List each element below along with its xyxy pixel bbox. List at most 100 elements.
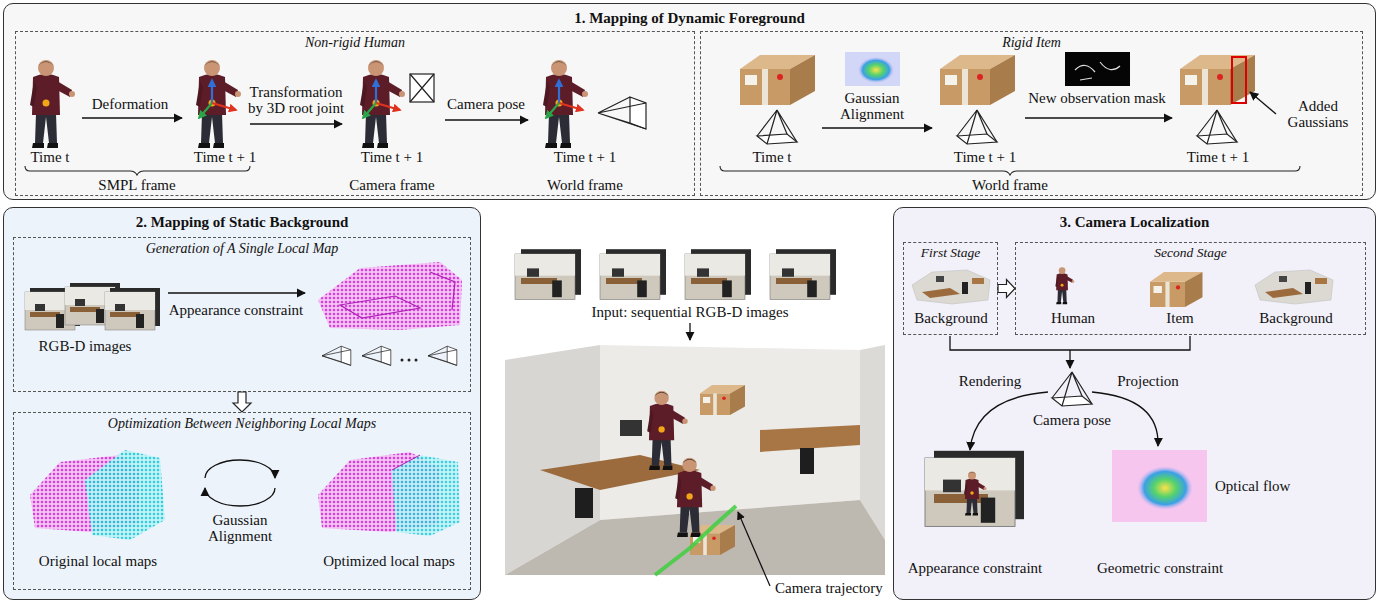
art-path — [546, 103, 559, 118]
art-path — [340, 272, 455, 318]
art-use — [675, 458, 716, 537]
art-circle — [415, 359, 418, 362]
group-heading: Optimization Between Neighboring Local M… — [14, 413, 470, 433]
panel-title: 1. Mapping of Dynamic Foreground — [4, 4, 1375, 28]
label-text: Gaussian Alignment — [832, 90, 912, 122]
art-path — [540, 455, 700, 490]
art-path — [1075, 62, 1120, 80]
group-heading: First Stage — [904, 243, 997, 262]
art-path — [205, 460, 275, 478]
art-path — [318, 262, 462, 330]
label-text: Input: sequential RGB-D images — [591, 304, 788, 320]
label-text: Optical flow — [1215, 478, 1290, 494]
group-heading: Generation of A Single Local Map — [14, 238, 470, 258]
art-use — [322, 346, 351, 365]
art-use — [740, 55, 815, 105]
art-path — [950, 336, 1190, 350]
group-heading: Second Stage — [1016, 243, 1365, 262]
item-icon — [1150, 272, 1203, 307]
art-use — [1180, 55, 1255, 105]
label-text: Camera trajectory — [775, 580, 883, 596]
art-path — [392, 455, 460, 536]
art-rect — [410, 74, 434, 102]
art-ellipse — [858, 57, 894, 83]
art-path — [760, 425, 860, 452]
label-text: Time t + 1 — [554, 149, 617, 165]
art-path — [82, 117, 182, 118]
art-use — [105, 288, 160, 330]
art-use — [957, 110, 997, 144]
art-path — [250, 123, 342, 124]
local-map — [318, 262, 462, 330]
art-use — [30, 60, 75, 148]
label-text: World frame — [972, 177, 1048, 193]
label-text: Camera pose — [447, 96, 525, 112]
label-text: Appearance constraint — [169, 302, 304, 318]
merge-lines — [950, 336, 1190, 450]
art-use — [940, 55, 1015, 105]
label-text: Deformation — [92, 96, 169, 112]
optical-flow-image — [1112, 450, 1207, 522]
added-region — [1232, 57, 1246, 103]
label-text: Item — [1166, 310, 1194, 326]
art-use — [196, 60, 241, 148]
label-text: Time t + 1 — [954, 149, 1017, 165]
art-path — [212, 103, 236, 110]
art-path — [822, 127, 932, 128]
image-plane-icon — [410, 74, 434, 102]
art-use — [700, 385, 745, 415]
art-path — [205, 488, 275, 506]
art-rect — [575, 488, 593, 518]
art-use — [428, 346, 457, 365]
art-path — [410, 74, 434, 102]
joint-axes — [199, 80, 583, 118]
label-text: Original local maps — [39, 553, 157, 569]
art-use — [360, 60, 405, 148]
label-text: Gaussian Alignment — [200, 512, 280, 544]
art-use — [925, 451, 1024, 527]
label-text: Time t — [30, 149, 69, 165]
background-map — [1255, 270, 1333, 304]
input-images — [515, 249, 836, 299]
label-text: Transformation by 3D root joint — [244, 84, 349, 116]
label-text: Background — [914, 310, 987, 326]
art-path — [376, 103, 400, 110]
art-path — [392, 455, 420, 470]
art-path — [559, 103, 583, 110]
art-use — [685, 249, 751, 299]
art-rect — [1112, 450, 1207, 522]
scene-reconstruction — [505, 345, 885, 575]
group-heading: Non-rigid Human — [16, 32, 694, 52]
block-arrow — [233, 392, 251, 412]
art-path — [363, 103, 376, 118]
group-heading: Rigid Item — [701, 32, 1362, 52]
art-path — [375, 80, 377, 103]
art-path — [85, 450, 165, 540]
label-text: Appearance constraint — [908, 560, 1043, 576]
label-text: SMPL frame — [98, 177, 175, 193]
art-use — [543, 60, 588, 148]
art-path — [600, 345, 860, 520]
art-path — [558, 80, 560, 103]
art-polyline — [655, 506, 736, 575]
brace — [25, 166, 1300, 175]
art-use — [647, 391, 688, 470]
flow-arrow — [689, 323, 690, 340]
leader-line — [738, 512, 770, 586]
label-text: Rendering — [959, 373, 1021, 389]
label-text: World frame — [547, 177, 623, 193]
camera-frustum — [1052, 372, 1092, 406]
label-text: Camera frame — [349, 177, 434, 193]
cycle-arrows — [205, 460, 275, 506]
art-path — [445, 119, 528, 120]
art-rect — [620, 420, 642, 436]
human-icon — [1055, 267, 1074, 304]
art-use — [1197, 110, 1237, 144]
art-use — [757, 110, 797, 144]
art-use — [600, 249, 666, 299]
flow-arrow — [168, 292, 305, 293]
art-ellipse — [1137, 466, 1193, 510]
label-text: Time t + 1 — [1187, 149, 1250, 165]
art-path — [1250, 92, 1276, 114]
